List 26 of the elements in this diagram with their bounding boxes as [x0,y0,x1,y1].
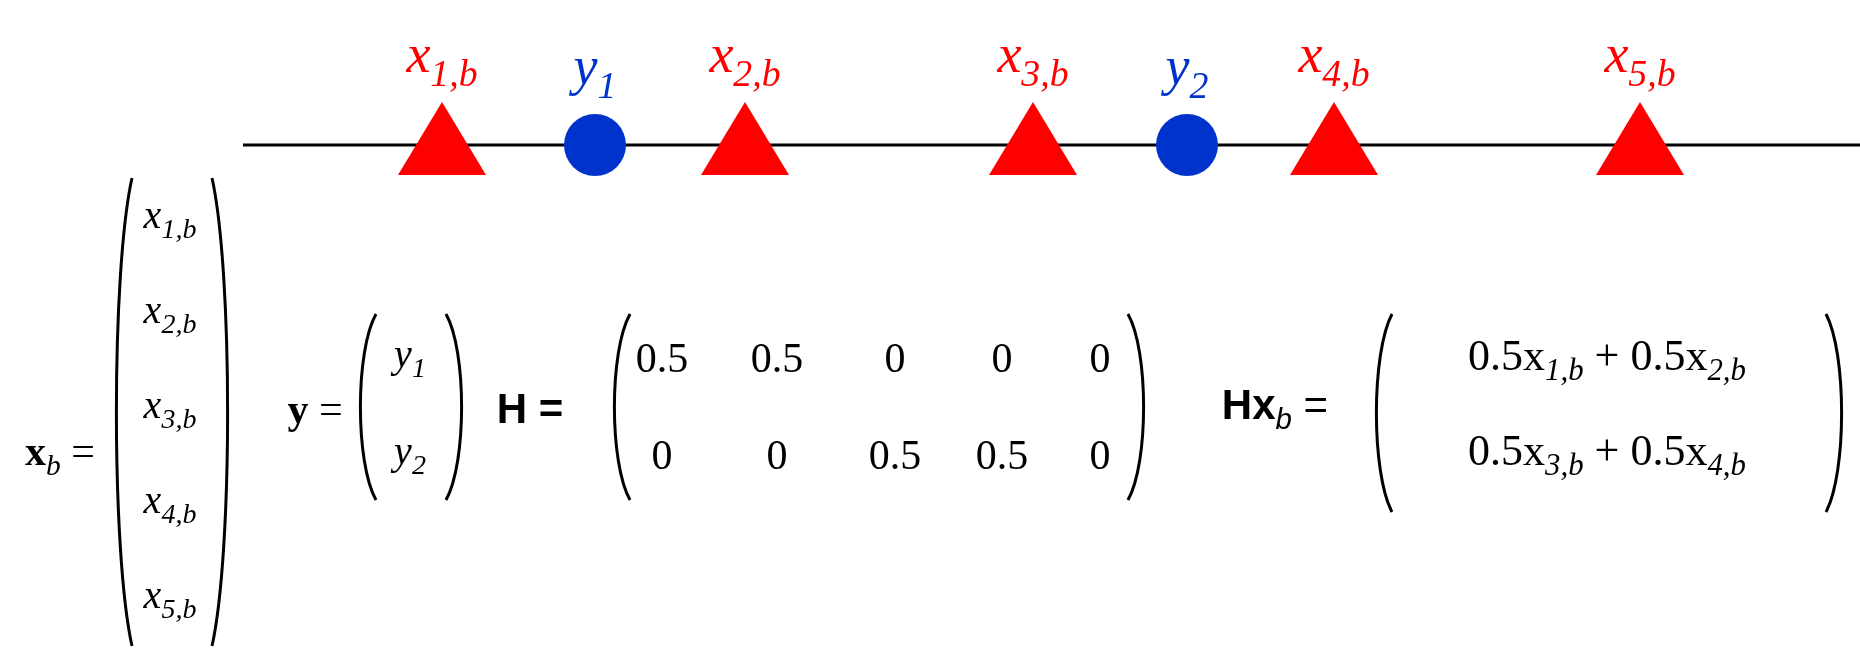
matrix-label: 0 [1089,337,1111,379]
marker-label: x$_{2,b}$ [709,27,781,93]
marker-label: x$_{5,b}$ [1604,27,1676,93]
matrix-label: 0.5 [750,337,804,379]
matrix-label: 0.5 [975,434,1029,476]
matrix-label: 0.5 [635,337,689,379]
matrix-label: 0.5x$_{3,b}$ + 0.5x$_{4,b}$ [1468,428,1746,482]
matrix-label: 0 [884,337,906,379]
marker-label: x$_{3,b}$ [997,27,1069,93]
matrix-label: x$_{5,b}$ [143,575,197,623]
matrix-label: y = [287,388,343,430]
matrix-label: H = [496,388,564,430]
matrix-label: x$_{4,b}$ [143,480,197,528]
matrix-label: 0 [1089,434,1111,476]
matrix-label: 0.5 [868,434,922,476]
matrix-label: x$_{1,b}$ [143,195,197,243]
matrix-label: 0 [991,337,1013,379]
matrix-label: 0 [651,434,673,476]
matrix-label: x$_{2,b}$ [143,290,197,338]
matrix-label: x$_{b}$ = [25,429,95,481]
matrix-label: Hx$_{b}$ = [1221,384,1329,434]
matrix-label: 0 [766,434,788,476]
matrix-label: 0.5x$_{1,b}$ + 0.5x$_{2,b}$ [1468,333,1746,387]
marker-label: x$_{1,b}$ [406,27,478,93]
marker-label: x$_{4,b}$ [1298,27,1370,93]
matrix-label: x$_{3,b}$ [143,385,197,433]
